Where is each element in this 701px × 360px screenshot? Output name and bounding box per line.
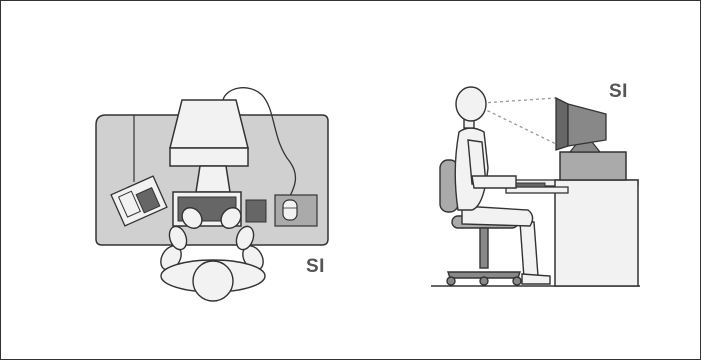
side-view-desk — [505, 179, 639, 287]
top-view-monitor — [169, 99, 249, 193]
top-view-person — [160, 207, 266, 302]
top-view-workstation — [95, 87, 329, 302]
sightline-upper — [481, 97, 557, 104]
mouse-cable — [222, 87, 297, 197]
right-panel-label: SI — [609, 81, 628, 102]
sightline-lower — [481, 107, 557, 145]
left-panel-label: SI — [306, 256, 325, 277]
side-view-keyboard — [514, 182, 546, 188]
side-view-computer — [559, 151, 627, 181]
side-view-workstation — [431, 86, 640, 287]
side-view-monitor — [555, 96, 607, 151]
top-view-device — [245, 199, 267, 223]
top-view-mouse — [274, 194, 318, 227]
side-view-person — [454, 86, 551, 285]
top-view-document — [110, 175, 168, 227]
